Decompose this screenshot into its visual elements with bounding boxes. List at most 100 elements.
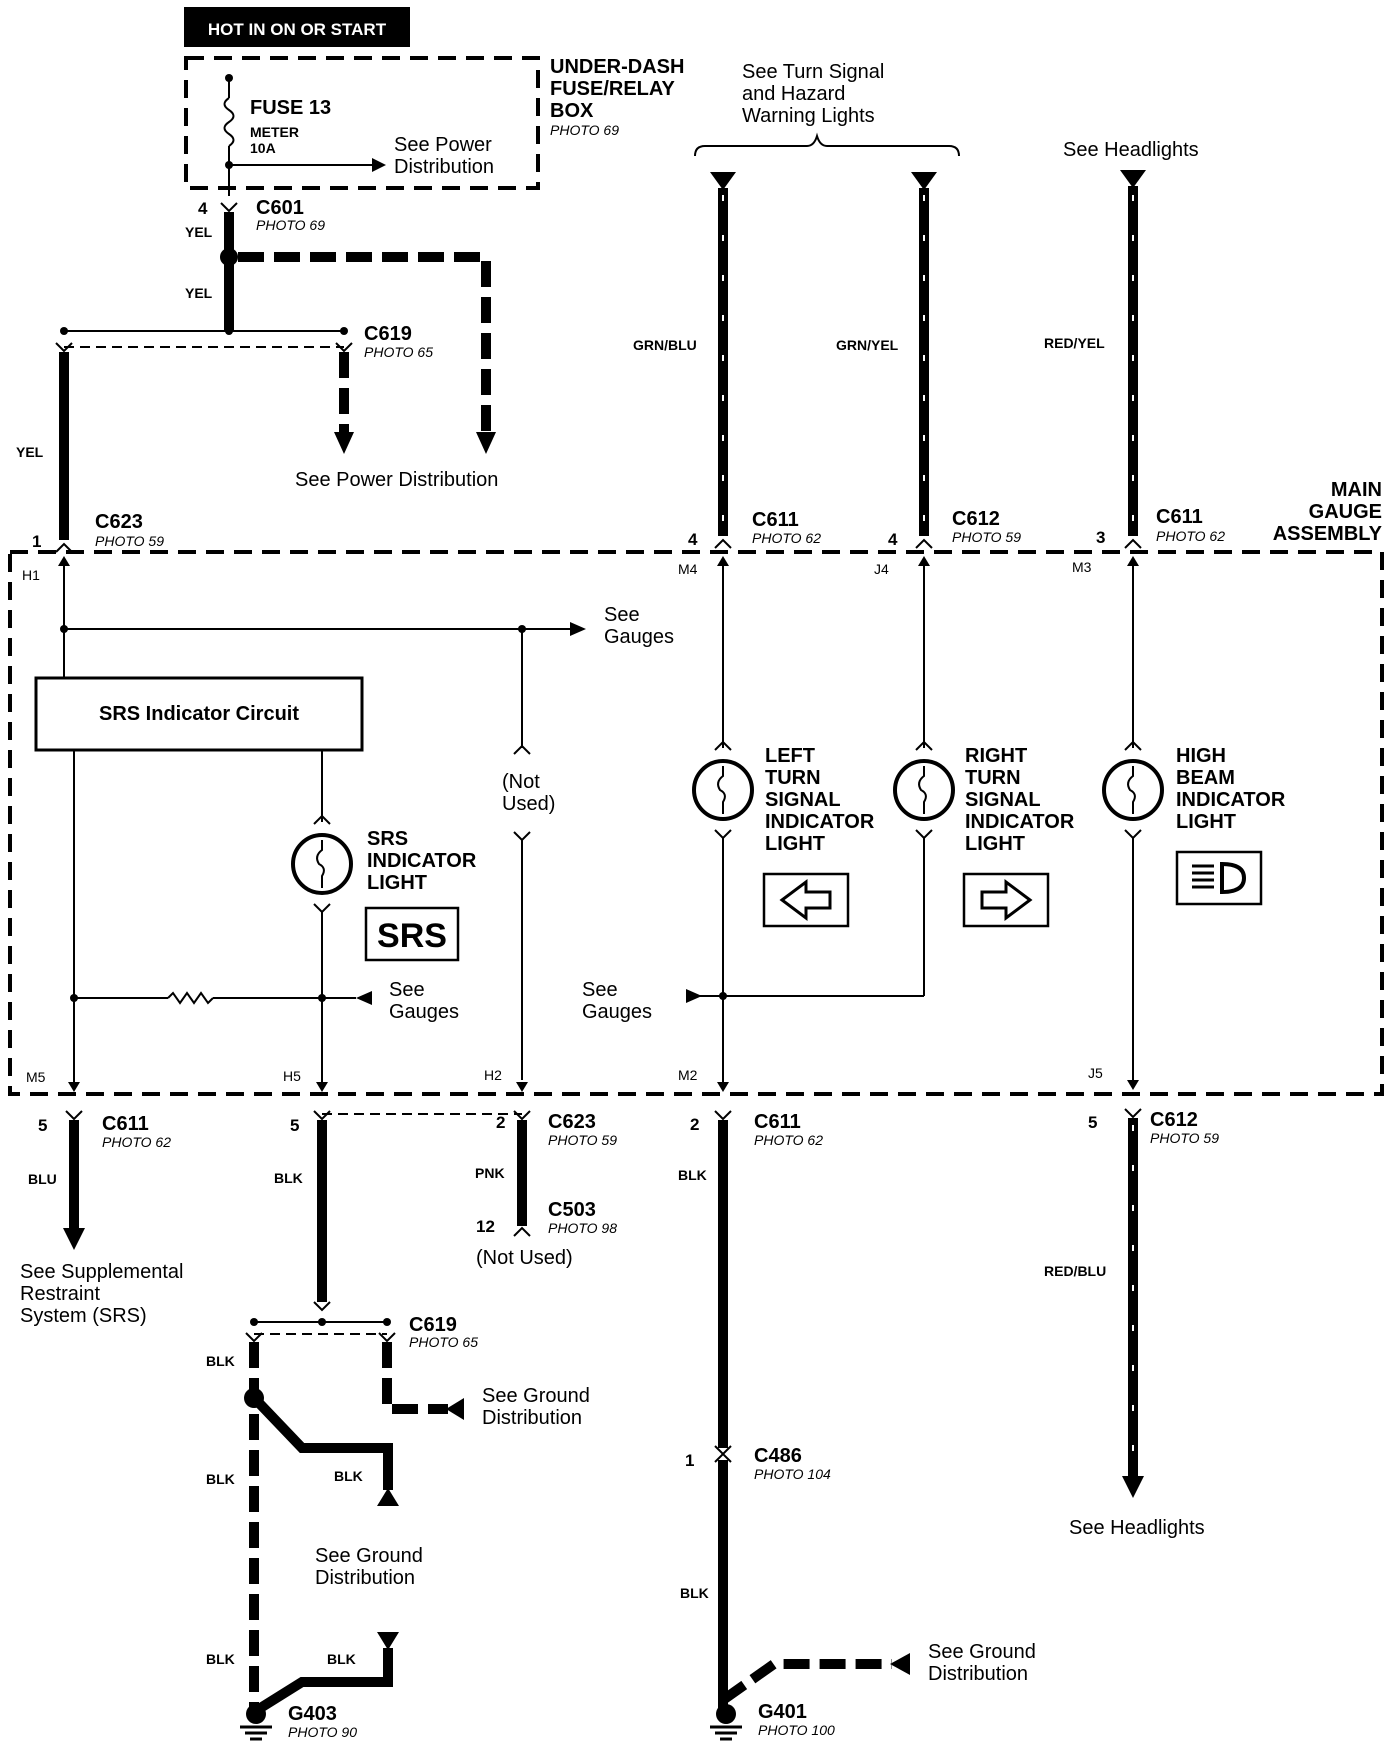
c503-photo: PHOTO 98 (548, 1220, 617, 1236)
fuse-see-power-2: Distribution (394, 156, 494, 178)
high-beam-lamp (1102, 759, 1164, 821)
g403-ground-icon (240, 1704, 272, 1741)
h5-terminal-arrow (316, 1082, 328, 1092)
wire-yel-to-power (238, 252, 491, 440)
srs-light-label-1: SRS (367, 828, 408, 850)
red-yel-arrow (1120, 170, 1146, 188)
g401-name: G401 (758, 1701, 807, 1723)
grn-blu-arrow (710, 172, 736, 190)
high-beam-badge (1175, 850, 1263, 906)
high-lamp-conn-bottom (1124, 829, 1142, 840)
see-srs-3: System (SRS) (20, 1305, 147, 1327)
g401-ground-icon (710, 1704, 742, 1741)
not-used-1: (Not (502, 771, 540, 793)
c503-name: C503 (548, 1199, 596, 1221)
ground-dist-arrow-2 (377, 1488, 399, 1506)
terminal-h1: H1 (22, 567, 40, 583)
srs-indicator-lamp (291, 833, 353, 895)
c611-m2-pin: 2 (690, 1115, 699, 1134)
g403-photo: PHOTO 90 (288, 1724, 357, 1740)
c619-top-dot-c (225, 327, 233, 335)
srs-resistor-splice-r (318, 994, 326, 1002)
g401-photo: PHOTO 100 (758, 1722, 835, 1738)
srs-lamp-conn-bottom (313, 903, 331, 914)
high-light-label-2: BEAM (1176, 767, 1235, 789)
gauge-assembly-outline (8, 550, 1384, 1096)
c623-h2-photo: PHOTO 59 (548, 1132, 617, 1148)
gauge-assembly-title-2: GAUGE (1309, 501, 1382, 523)
left-lamp-conn-bottom (714, 829, 732, 840)
h2-terminal-arrow (516, 1082, 528, 1092)
left-lamp-filament (717, 766, 726, 814)
c611-m5-name: C611 (102, 1113, 149, 1135)
c619-top-name: C619 (364, 323, 412, 345)
right-lamp-conn-bottom (915, 829, 933, 840)
fuse-box-title-3: BOX (550, 100, 594, 122)
c611-m3-connector (1124, 538, 1142, 549)
terminal-m2: M2 (678, 1067, 698, 1083)
see-turn-signal-2: and Hazard (742, 83, 845, 105)
wire-blk-label-5: BLK (327, 1651, 356, 1667)
c623-top-name: C623 (95, 511, 143, 533)
c612-j5-name: C612 (1150, 1109, 1198, 1131)
see-ground-1a: See Ground (482, 1385, 590, 1407)
terminal-m3: M3 (1072, 559, 1092, 575)
c623-top-photo: PHOTO 59 (95, 533, 164, 549)
srs-badge-box (364, 906, 460, 962)
wire-blk-label-4: BLK (206, 1651, 235, 1667)
c611-m5-pin: 5 (38, 1116, 47, 1135)
c611-m4-photo: PHOTO 62 (752, 530, 821, 546)
fuse-13-symbol (223, 97, 235, 147)
wire-red-blu-label: RED/BLU (1044, 1263, 1106, 1279)
c612-j5-pin: 5 (1088, 1113, 1097, 1132)
see-headlights-top: See Headlights (1063, 139, 1199, 161)
m4-terminal-arrow (717, 556, 729, 566)
srs-badge: SRS (377, 917, 447, 955)
c623-h2-name: C623 (548, 1111, 596, 1133)
turn-signal-brace (694, 132, 960, 157)
terminal-m5: M5 (26, 1069, 46, 1085)
c486-connector-lower (714, 1452, 732, 1463)
wire-pnk-label: PNK (475, 1165, 505, 1181)
c611-m4-connector (714, 538, 732, 549)
terminal-j5: J5 (1088, 1065, 1103, 1081)
left-turn-lamp (692, 759, 754, 821)
c612-j4-photo: PHOTO 59 (952, 529, 1021, 545)
right-light-label-1: RIGHT (965, 745, 1027, 767)
see-gauges-srs-1: See (389, 979, 425, 1001)
headlights-arrow-bottom (1122, 1476, 1144, 1498)
hot-label: HOT IN ON OR START (208, 20, 387, 39)
see-gauges-arrow-srs (356, 991, 372, 1005)
see-gauges-top-2: Gauges (604, 626, 674, 648)
c503-pin: 12 (476, 1217, 495, 1236)
see-ground-3a: See Ground (928, 1641, 1036, 1663)
high-light-label-4: LIGHT (1176, 811, 1236, 833)
srs-resistor (167, 991, 214, 1005)
c601-connector (220, 202, 238, 213)
see-srs-1: See Supplemental (20, 1261, 183, 1283)
fuse-circuit: METER (250, 124, 299, 140)
c619-bottom-name: C619 (409, 1314, 457, 1336)
see-srs-2: Restraint (20, 1283, 100, 1305)
see-gauges-srs-2: Gauges (389, 1001, 459, 1023)
gauge-assembly-title-1: MAIN (1331, 479, 1382, 501)
m2-terminal-arrow (717, 1082, 729, 1092)
not-used-2: Used) (502, 793, 555, 815)
see-turn-signal-1: See Turn Signal (742, 61, 884, 83)
high-lamp-conn-top (1124, 740, 1142, 751)
see-gauges-top-1: See (604, 604, 640, 626)
h1-terminal-arrow (58, 556, 70, 566)
see-gauges-arrow-top (570, 622, 586, 636)
c601-photo: PHOTO 69 (256, 217, 325, 233)
c612-j5-connector (1124, 1108, 1142, 1119)
wire-blk-m2-label-1: BLK (678, 1167, 707, 1183)
not-used-conn-top (513, 744, 531, 755)
see-turn-signal-3: Warning Lights (742, 105, 875, 127)
c611-m2-connector (714, 1110, 732, 1121)
right-arrow-icon (980, 879, 1033, 921)
right-light-label-4: INDICATOR (965, 811, 1075, 833)
c611-h5-pin: 5 (290, 1116, 299, 1135)
see-ground-2b: Distribution (315, 1567, 415, 1589)
terminal-h2: H2 (484, 1067, 502, 1083)
